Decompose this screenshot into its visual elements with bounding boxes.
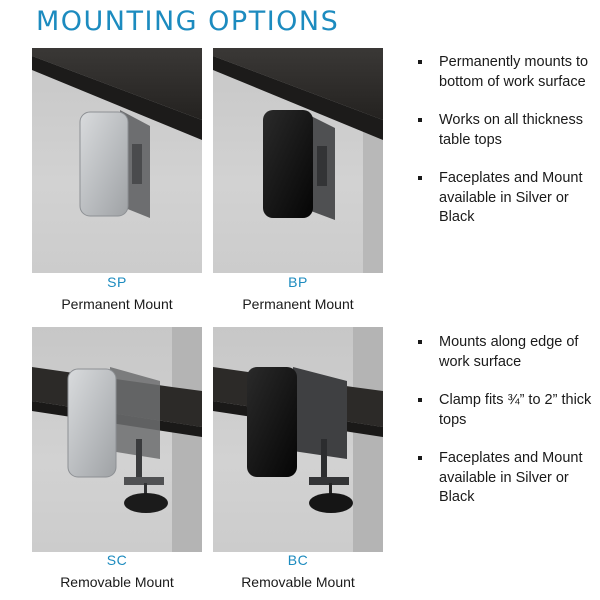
bullet-icon xyxy=(418,398,422,402)
feature-text: Permanently mounts to bottom of work sur… xyxy=(439,54,589,90)
bullet-icon xyxy=(418,118,422,122)
feature-item: Permanently mounts to bottom of work sur… xyxy=(418,53,593,92)
mount-label-bp: Permanent Mount xyxy=(242,296,354,312)
mount-image-sp xyxy=(32,48,202,273)
feature-text: Faceplates and Mount available in Silver… xyxy=(439,170,583,225)
mount-label-sp: Permanent Mount xyxy=(61,296,173,312)
mount-code-sp: SP xyxy=(107,274,127,290)
feature-item: Clamp fits ¾” to 2” thick tops xyxy=(418,391,593,430)
bullet-icon xyxy=(418,176,422,180)
feature-item: Works on all thickness table tops xyxy=(418,111,593,150)
feature-item: Faceplates and Mount available in Silver… xyxy=(418,169,593,228)
bullet-icon xyxy=(418,60,422,64)
mount-label-sc: Removable Mount xyxy=(60,574,174,590)
mount-code-sc: SC xyxy=(106,552,128,568)
mount-image-bc xyxy=(213,327,383,552)
feature-text: Works on all thickness table tops xyxy=(439,112,583,148)
mount-image-sc xyxy=(32,327,202,552)
bullet-icon xyxy=(418,456,422,460)
clamp-feature-list: Mounts along edge of work surface Clamp … xyxy=(418,333,593,527)
mount-label-bc: Removable Mount xyxy=(241,574,355,590)
permanent-feature-list: Permanently mounts to bottom of work sur… xyxy=(418,53,593,247)
feature-text: Faceplates and Mount available in Silver… xyxy=(439,450,583,505)
feature-text: Clamp fits ¾” to 2” thick tops xyxy=(439,392,592,428)
feature-text: Mounts along edge of work surface xyxy=(439,334,579,370)
mount-code-bc: BC xyxy=(287,552,309,568)
page-title: MOUNTING OPTIONS xyxy=(36,6,340,37)
mount-image-bp xyxy=(213,48,383,273)
mount-code-bp: BP xyxy=(288,274,308,290)
feature-item: Mounts along edge of work surface xyxy=(418,333,593,372)
feature-item: Faceplates and Mount available in Silver… xyxy=(418,449,593,508)
bullet-icon xyxy=(418,340,422,344)
